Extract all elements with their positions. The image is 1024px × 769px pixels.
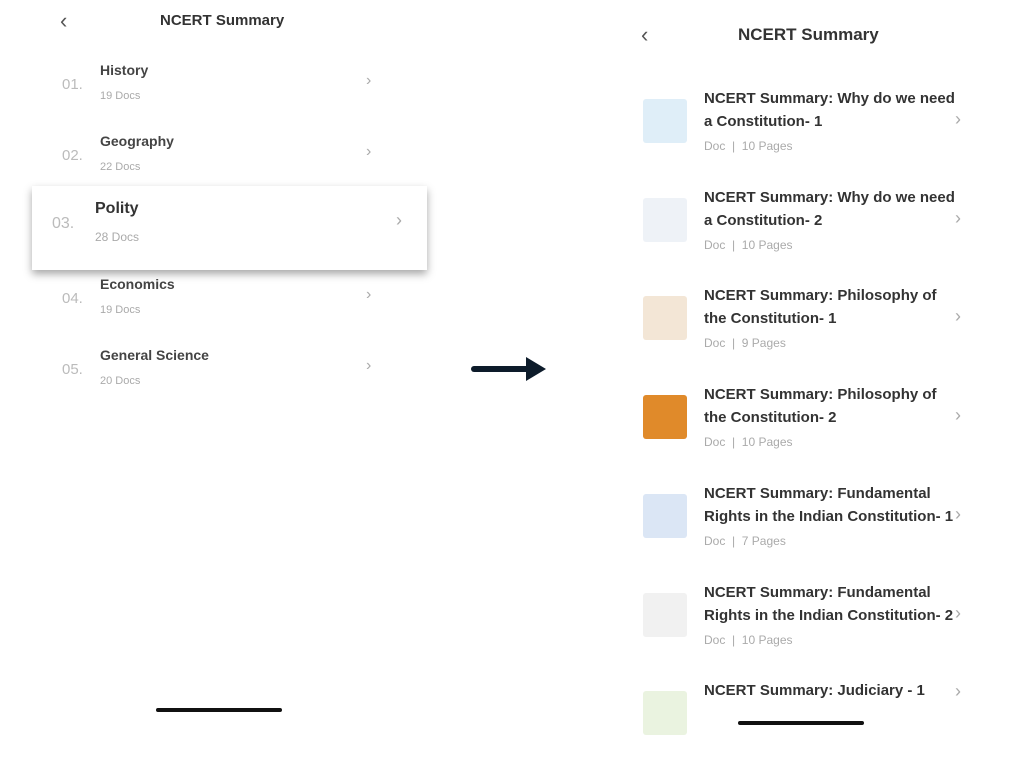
item-name: Economics bbox=[100, 276, 175, 292]
page-title: NCERT Summary bbox=[160, 12, 285, 29]
item-count: 28 Docs bbox=[95, 230, 140, 244]
document-thumbnail bbox=[643, 592, 687, 637]
arrow-right-icon bbox=[471, 357, 546, 381]
document-item[interactable]: NCERT Summary: Fundamental Rights in the… bbox=[643, 482, 973, 572]
document-item[interactable]: NCERT Summary: Judiciary - 1 › bbox=[643, 679, 973, 769]
document-thumbnail bbox=[643, 296, 687, 341]
doc-meta: Doc | 10 Pages bbox=[704, 435, 793, 450]
list-item-general-science[interactable]: 05. General Science 20 Docs › bbox=[30, 347, 427, 417]
document-title: NCERT Summary: Fundamental Rights in the… bbox=[704, 484, 954, 525]
document-title: NCERT Summary: Philosophy of the Constit… bbox=[704, 287, 937, 328]
home-indicator bbox=[738, 721, 864, 725]
document-title: NCERT Summary: Philosophy of the Constit… bbox=[704, 386, 937, 427]
document-thumbnail bbox=[643, 691, 687, 736]
document-item[interactable]: NCERT Summary: Philosophy of the Constit… bbox=[643, 383, 973, 473]
item-count: 19 Docs bbox=[100, 90, 141, 102]
document-thumbnail bbox=[643, 99, 687, 143]
doc-meta: Doc | 10 Pages bbox=[704, 632, 793, 647]
item-number: 05. bbox=[62, 361, 83, 378]
item-count: 20 Docs bbox=[100, 375, 141, 387]
list-item-economics[interactable]: 04. Economics 19 Docs › bbox=[30, 276, 427, 346]
chevron-right-icon: › bbox=[955, 602, 961, 623]
list-item-history[interactable]: 01. History 19 Docs › bbox=[30, 62, 427, 132]
item-number: 03. bbox=[52, 215, 75, 232]
document-thumbnail bbox=[643, 395, 687, 440]
item-name: General Science bbox=[100, 347, 209, 363]
chevron-right-icon: › bbox=[955, 207, 961, 228]
doc-meta: Doc | 10 Pages bbox=[704, 237, 793, 252]
back-button[interactable]: ‹ bbox=[60, 8, 68, 33]
back-button[interactable]: ‹ bbox=[641, 22, 649, 47]
list-item-geography[interactable]: 02. Geography 22 Docs › bbox=[30, 133, 427, 203]
item-name: Polity bbox=[95, 200, 139, 217]
item-name: History bbox=[100, 62, 149, 78]
doc-meta: Doc | 10 Pages bbox=[704, 139, 793, 153]
item-count: 19 Docs bbox=[100, 304, 141, 316]
chevron-right-icon: › bbox=[396, 210, 402, 230]
chevron-right-icon: › bbox=[955, 503, 961, 524]
document-thumbnail bbox=[643, 493, 687, 538]
document-title: NCERT Summary: Judiciary - 1 bbox=[704, 682, 925, 700]
chevron-right-icon: › bbox=[955, 109, 961, 129]
chevron-right-icon: › bbox=[366, 72, 372, 89]
item-number: 04. bbox=[62, 290, 83, 307]
document-title: NCERT Summary: Why do we need a Constitu… bbox=[704, 90, 955, 130]
chevron-right-icon: › bbox=[366, 357, 372, 374]
chevron-right-icon: › bbox=[955, 405, 961, 426]
document-title: NCERT Summary: Why do we need a Constitu… bbox=[704, 188, 955, 229]
document-item[interactable]: NCERT Summary: Why do we need a Constitu… bbox=[643, 186, 973, 276]
chevron-right-icon: › bbox=[366, 286, 372, 303]
home-indicator bbox=[156, 708, 282, 712]
doc-meta: Doc | 9 Pages bbox=[704, 336, 786, 351]
item-name: Geography bbox=[100, 133, 174, 149]
chevron-right-icon: › bbox=[955, 681, 961, 702]
document-item[interactable]: NCERT Summary: Why do we need a Constitu… bbox=[643, 87, 973, 177]
item-number: 01. bbox=[62, 76, 83, 93]
chevron-right-icon: › bbox=[366, 143, 372, 160]
page-title: NCERT Summary bbox=[738, 25, 879, 44]
list-item-polity[interactable]: 03. Polity 28 Docs › bbox=[32, 186, 427, 270]
document-item[interactable]: NCERT Summary: Fundamental Rights in the… bbox=[643, 581, 973, 671]
document-thumbnail bbox=[643, 197, 687, 242]
chevron-right-icon: › bbox=[955, 306, 961, 327]
doc-meta: Doc | 7 Pages bbox=[704, 533, 786, 548]
document-item[interactable]: NCERT Summary: Philosophy of the Constit… bbox=[643, 284, 973, 374]
document-title: NCERT Summary: Fundamental Rights in the… bbox=[704, 583, 954, 624]
item-number: 02. bbox=[62, 147, 83, 164]
item-count: 22 Docs bbox=[100, 161, 141, 173]
